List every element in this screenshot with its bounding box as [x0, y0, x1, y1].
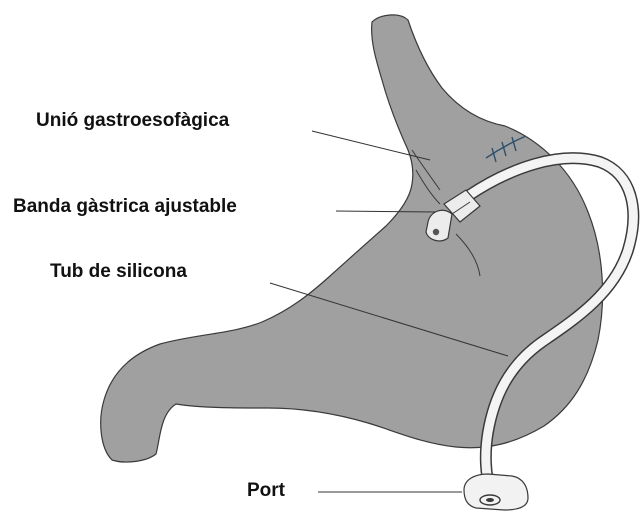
label-adjustable-gastric-band: Banda gàstrica ajustable [13, 197, 237, 216]
label-gastroesophageal-junction: Unió gastroesofàgica [36, 111, 229, 130]
label-port: Port [247, 481, 285, 500]
port-device [464, 474, 528, 510]
label-silicone-tube: Tub de silicona [50, 262, 187, 281]
stomach [101, 15, 603, 462]
